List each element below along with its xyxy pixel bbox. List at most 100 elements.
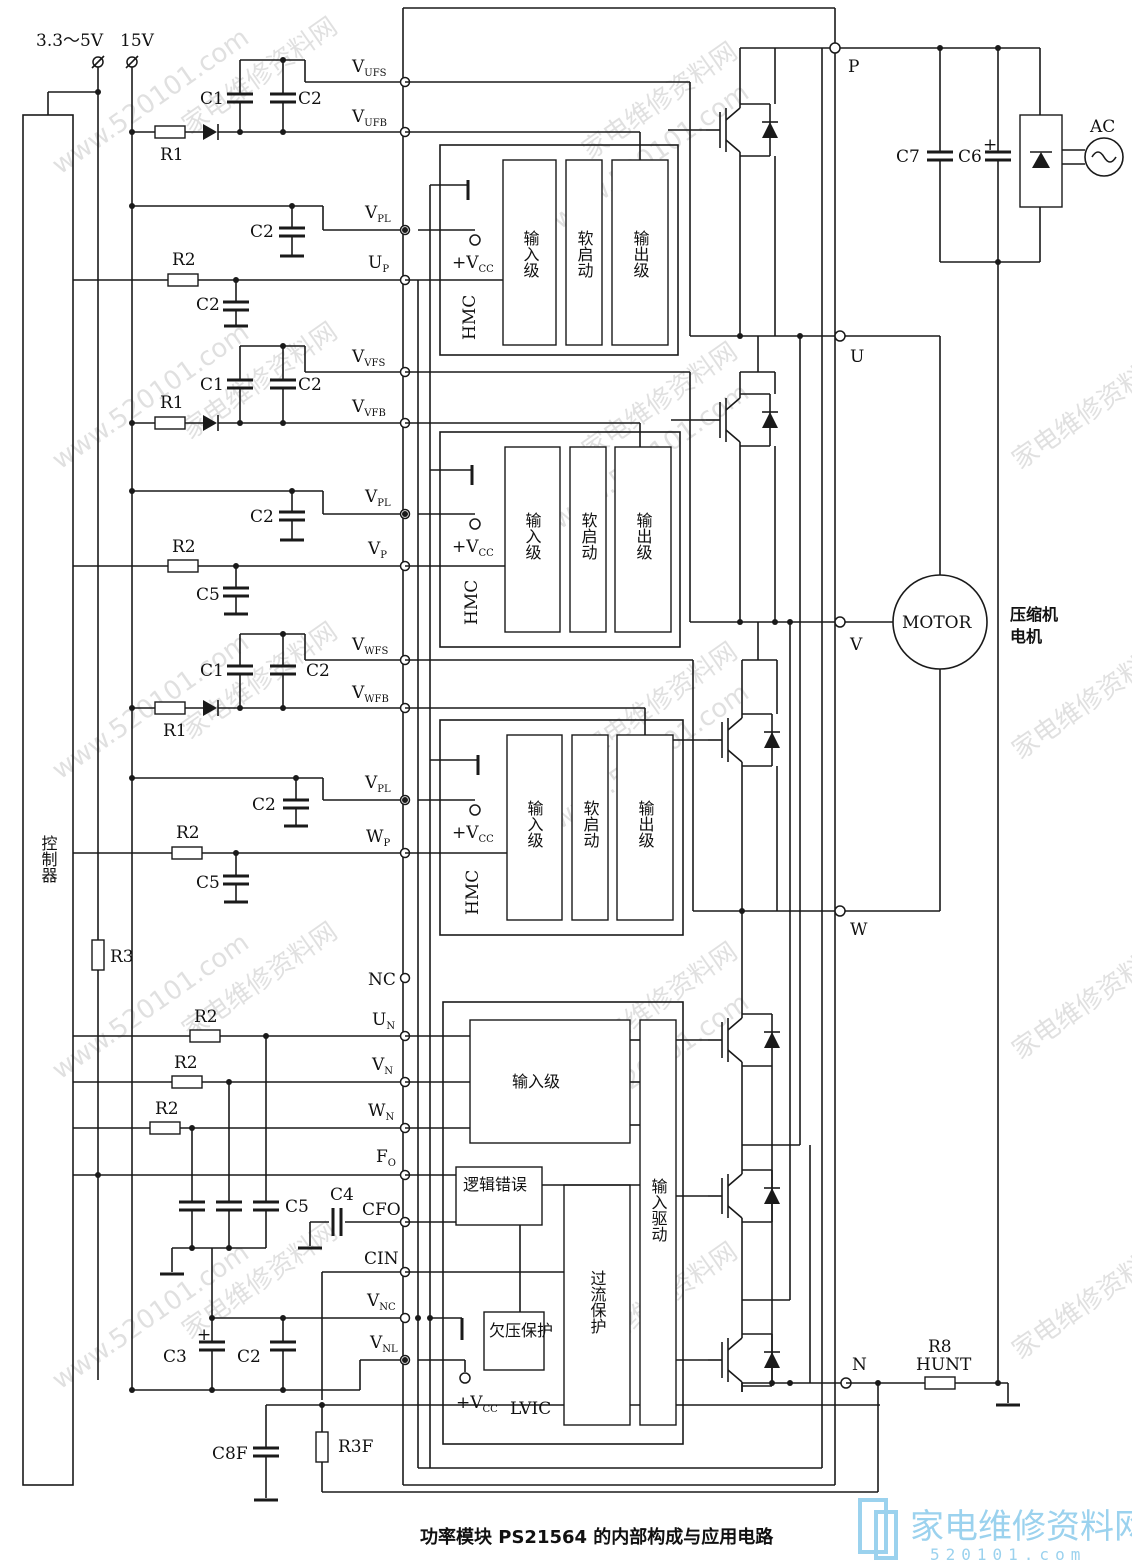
svg-text:UN: UN bbox=[372, 1010, 395, 1032]
lvic-overcurrent bbox=[563, 1184, 631, 1426]
svg-text:欠压保护: 欠压保护 bbox=[489, 1321, 553, 1340]
terminal-u bbox=[834, 330, 846, 342]
svg-text:C2: C2 bbox=[237, 1347, 261, 1367]
w-phase-section: VWFS VWFB VPL WP C1 C2 R1 bbox=[73, 631, 694, 936]
svg-text:VNL: VNL bbox=[369, 1333, 398, 1355]
svg-text:+VCC: +VCC bbox=[452, 537, 494, 559]
svg-text:HMC: HMC bbox=[462, 580, 482, 625]
supply-gate-label: 15V bbox=[120, 31, 155, 51]
svg-text:R2: R2 bbox=[174, 1053, 198, 1073]
watermark: 家电维修资料网 bbox=[1007, 937, 1132, 1066]
svg-text:VPL: VPL bbox=[364, 773, 391, 795]
hvic-v bbox=[439, 431, 681, 648]
lvic-undervoltage bbox=[483, 1311, 545, 1371]
svg-text:AC: AC bbox=[1089, 117, 1115, 137]
lvic bbox=[442, 1001, 684, 1445]
terminal-v bbox=[834, 616, 846, 628]
logo-url: 520101.com bbox=[930, 1545, 1086, 1564]
input-stage-u bbox=[502, 159, 557, 346]
svg-text:输入级: 输入级 bbox=[512, 1072, 560, 1091]
svg-text:+: + bbox=[197, 1325, 211, 1345]
ac-source bbox=[1084, 137, 1124, 177]
terminal-w bbox=[834, 905, 846, 917]
svg-text:W: W bbox=[850, 920, 868, 940]
svg-text:C6: C6 bbox=[958, 147, 982, 167]
supply-logic-label: 3.3～5V bbox=[36, 31, 104, 51]
svg-text:软启动: 软启动 bbox=[575, 230, 594, 278]
c2-label: C2 bbox=[298, 89, 322, 109]
svg-text:VN: VN bbox=[371, 1055, 393, 1077]
pin-vnc bbox=[399, 1312, 411, 1324]
lvic-logic-error bbox=[455, 1166, 543, 1226]
controller-block bbox=[22, 114, 74, 1486]
svg-text:MOTOR: MOTOR bbox=[902, 613, 973, 633]
svg-text:R3: R3 bbox=[110, 947, 134, 967]
svg-text:R8: R8 bbox=[928, 1337, 952, 1357]
svg-text:输入级: 输入级 bbox=[521, 230, 540, 278]
svg-text:C2: C2 bbox=[298, 375, 322, 395]
svg-text:VWFB: VWFB bbox=[351, 683, 389, 705]
svg-text:U: U bbox=[850, 347, 864, 367]
svg-text:输入级: 输入级 bbox=[525, 800, 544, 848]
svg-text:过流保护: 过流保护 bbox=[588, 1270, 607, 1335]
svg-text:R2: R2 bbox=[172, 537, 196, 557]
svg-text:HMC: HMC bbox=[463, 870, 483, 915]
svg-text:输出级: 输出级 bbox=[636, 800, 655, 848]
svg-text:C2: C2 bbox=[306, 661, 330, 681]
svg-text:+VCC: +VCC bbox=[452, 253, 494, 275]
svg-text:C1: C1 bbox=[200, 375, 224, 395]
svg-text:R2: R2 bbox=[176, 823, 200, 843]
svg-text:C2: C2 bbox=[250, 507, 274, 527]
controller-label: 控制器 bbox=[39, 835, 58, 883]
watermark: 家电维修资料网 bbox=[1007, 1237, 1132, 1366]
motor-label: 电机 bbox=[1010, 627, 1042, 646]
svg-text:CFO: CFO bbox=[362, 1200, 401, 1220]
supply-rails bbox=[47, 67, 133, 1390]
svg-text:C1: C1 bbox=[200, 661, 224, 681]
svg-text:输入级: 输入级 bbox=[523, 512, 542, 560]
watermark: 家电维修资料网 bbox=[1007, 347, 1132, 476]
svg-text:R2: R2 bbox=[194, 1007, 218, 1027]
svg-text:CIN: CIN bbox=[364, 1249, 399, 1269]
svg-text:VNC: VNC bbox=[366, 1291, 396, 1313]
svg-text:N: N bbox=[852, 1355, 867, 1375]
c1-label: C1 bbox=[200, 89, 224, 109]
pin-nc bbox=[399, 972, 411, 984]
output-stage-u bbox=[611, 159, 669, 346]
svg-text:软启动: 软启动 bbox=[579, 512, 598, 560]
svg-text:C7: C7 bbox=[896, 147, 920, 167]
terminal-p bbox=[829, 42, 841, 54]
low-side-section: NC UN VN WN FO CFO CIN VNC VNL R3 R2 R2 … bbox=[73, 939, 880, 1502]
svg-text:VP: VP bbox=[367, 539, 387, 561]
svg-text:输出级: 输出级 bbox=[634, 512, 653, 560]
svg-text:VVFS: VVFS bbox=[351, 347, 385, 369]
hvic-w bbox=[439, 719, 684, 936]
watermark: 家电维修资料网 bbox=[1007, 637, 1132, 766]
svg-text:逻辑错误: 逻辑错误 bbox=[463, 1175, 527, 1194]
lvic-drive bbox=[639, 1019, 677, 1426]
r3 bbox=[91, 939, 105, 971]
svg-text:HMC: HMC bbox=[460, 295, 480, 340]
svg-text:FO: FO bbox=[376, 1147, 396, 1169]
svg-text:R2: R2 bbox=[155, 1099, 179, 1119]
svg-text:+: + bbox=[983, 135, 997, 155]
svg-text:输出级: 输出级 bbox=[631, 230, 650, 278]
compressor-label: 压缩机 bbox=[1010, 605, 1058, 624]
svg-text:V: V bbox=[849, 635, 863, 655]
svg-text:HUNT: HUNT bbox=[916, 1355, 972, 1375]
svg-text:R1: R1 bbox=[163, 721, 187, 741]
svg-text:C5: C5 bbox=[285, 1197, 309, 1217]
c2-label: C2 bbox=[196, 295, 220, 315]
v-phase-section: VVFS VVFB VPL VP C1 C2 R1 bbox=[73, 343, 691, 648]
svg-text:C2: C2 bbox=[252, 795, 276, 815]
svg-text:NC: NC bbox=[368, 970, 396, 990]
site-logo: 家电维修资料网 520101.com bbox=[858, 1498, 1132, 1564]
svg-text:C3: C3 bbox=[163, 1347, 187, 1367]
soft-start-u bbox=[565, 159, 603, 346]
svg-text:WP: WP bbox=[366, 827, 390, 849]
svg-text:软启动: 软启动 bbox=[581, 800, 600, 848]
svg-text:VWFS: VWFS bbox=[351, 635, 388, 657]
r1-label: R1 bbox=[160, 145, 184, 165]
svg-text:C5: C5 bbox=[196, 873, 220, 893]
u-phase-section: VUFS VUFB VPL UP C1 C2 R1 bbox=[73, 57, 691, 356]
